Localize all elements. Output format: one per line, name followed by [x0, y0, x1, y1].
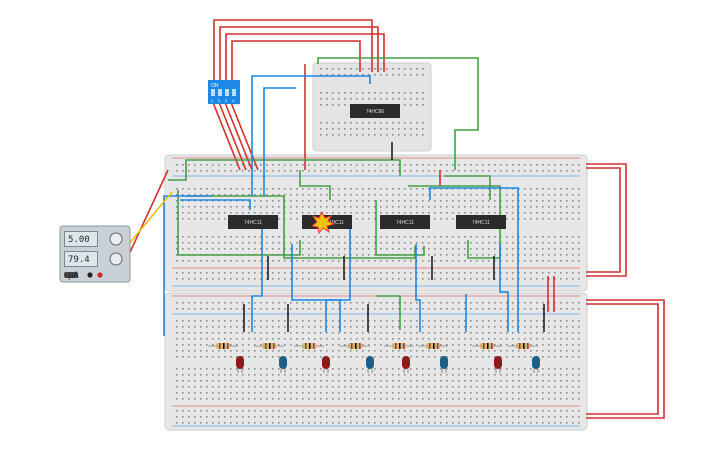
breadboard-main-lower[interactable] [164, 292, 588, 431]
leds[interactable] [236, 356, 540, 373]
current-knob [109, 252, 123, 266]
resistor-icon-7 [472, 343, 502, 349]
chip-74hc11-1[interactable]: 74HC11 [228, 215, 278, 229]
chip-label-top: 74HC86 [366, 109, 385, 115]
current-display: 79.4 µA [64, 251, 98, 281]
wires-blue[interactable] [163, 75, 519, 336]
resistor-icon-5 [384, 343, 414, 349]
dip-switch-icon[interactable]: ON 1 2 3 4 [208, 80, 240, 104]
resistor-icon-6 [418, 343, 448, 349]
resistor-icon-8 [508, 343, 538, 349]
chip-74hc11-3[interactable]: 74HC11 [380, 215, 430, 229]
chip-label-4: 74HC11 [472, 220, 490, 226]
dip-switch-number-3: 3 [225, 98, 228, 103]
led-icon-red-3 [402, 356, 410, 373]
led-icon-red-1 [236, 356, 244, 373]
voltage-display: 5.00 V [64, 231, 98, 261]
warning-burst-icon [310, 210, 336, 235]
chip-74hc11-4[interactable]: 74HC11 [456, 215, 506, 229]
dip-switch-number-1: 1 [211, 98, 214, 103]
chip-label-2: 74HC11 [326, 220, 344, 226]
dip-switch-number-2: 2 [218, 98, 221, 103]
led-icon-blue-2 [366, 356, 374, 373]
resistor-icon-3 [294, 343, 324, 349]
terminal-negative [87, 272, 93, 278]
voltage-knob [109, 232, 123, 246]
led-icon-blue-1 [279, 356, 287, 373]
led-icon-blue-4 [532, 356, 540, 373]
ground-jumpers[interactable] [243, 142, 545, 332]
resistor-icon-2 [254, 343, 284, 349]
wires-red[interactable] [119, 19, 665, 419]
resistor-icon-1 [208, 343, 238, 349]
chip-label-1: 74HC11 [244, 220, 262, 226]
led-icon-red-4 [494, 356, 502, 373]
led-icon-red-2 [322, 356, 330, 373]
dip-switch-number-4: 4 [232, 98, 235, 103]
led-icon-blue-3 [440, 356, 448, 373]
chip-label-3: 74HC11 [396, 220, 414, 226]
terminal-positive [97, 272, 103, 278]
resistors[interactable] [208, 343, 538, 349]
resistor-icon-4 [340, 343, 370, 349]
dip-switch-on-label: ON [211, 83, 219, 89]
chip-74hc86[interactable]: 74HC86 [350, 104, 400, 118]
